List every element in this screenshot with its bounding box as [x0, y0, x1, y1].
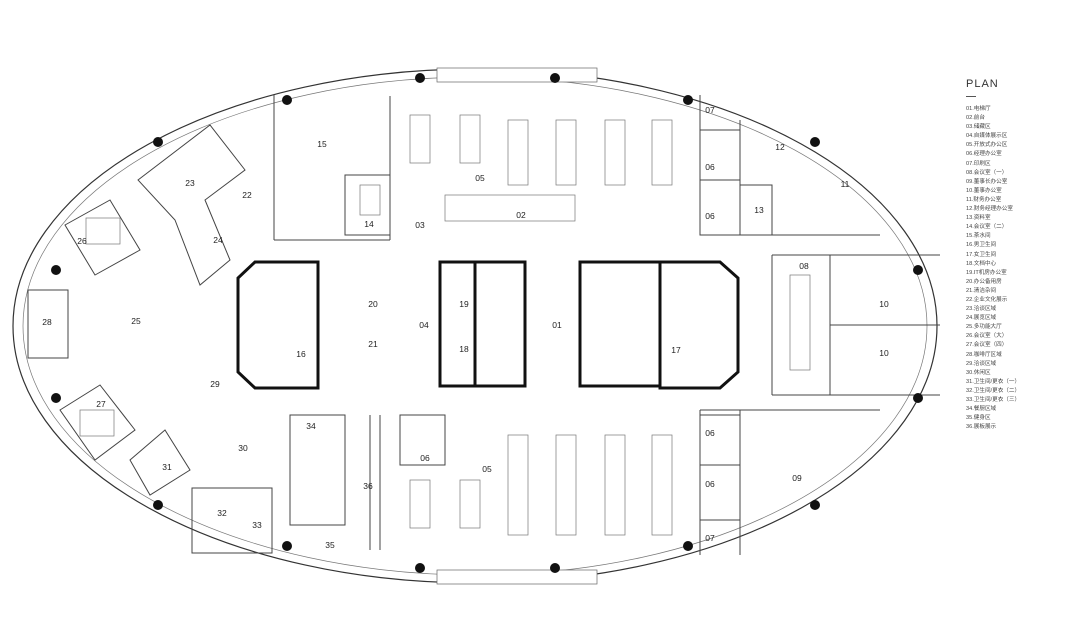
legend-item: 26.会议室（大） [966, 333, 1008, 340]
room-label: 09 [792, 473, 802, 483]
room-label: 08 [799, 261, 809, 271]
room-label: 33 [252, 520, 262, 530]
room-label: 06 [705, 428, 715, 438]
room-label: 13 [754, 205, 764, 215]
room-label: 03 [415, 220, 425, 230]
room-label: 02 [516, 210, 526, 220]
room-label: 10 [879, 299, 889, 309]
legend-item: 04.自媒体展示区 [966, 133, 1008, 140]
legend-item: 21.清洁杂间 [966, 287, 997, 294]
room-label: 34 [306, 421, 316, 431]
room-label: 19 [459, 299, 469, 309]
room-label: 10 [879, 348, 889, 358]
legend-item: 22.企业文化展示 [966, 296, 1008, 303]
legend-item: 33.卫生间/更衣（三） [966, 397, 1021, 403]
room-numbers: 01 02 03 04 05 05 06 06 06 06 06 07 07 0… [42, 105, 889, 550]
legend-item: 02.前台 [966, 115, 985, 122]
room-label: 05 [475, 173, 485, 183]
legend-item: 13.资料室 [966, 215, 991, 222]
room-label: 18 [459, 344, 469, 354]
core-walls [236, 260, 740, 390]
plan-legend: PLAN 01.电梯厅 02.前台 03.储藏区 04.自媒体展示区 05.开放式办公区… [966, 78, 1076, 432]
room-label: 06 [705, 479, 715, 489]
interior-walls [27, 95, 940, 555]
room-label: 15 [317, 139, 327, 149]
legend-title: PLAN [966, 78, 999, 90]
legend-item: 10.董事办公室 [966, 187, 1002, 194]
room-label: 14 [364, 219, 374, 229]
room-label: 01 [552, 320, 562, 330]
legend-item: 08.会议室（一） [966, 169, 1008, 176]
legend-item: 12.财务经理办公室 [966, 206, 1013, 213]
legend-item: 15.茶水间 [966, 233, 991, 240]
room-label: 36 [363, 481, 373, 491]
room-label: 06 [420, 453, 430, 463]
room-label: 21 [368, 339, 378, 349]
workstations [79, 114, 811, 536]
legend-item: 30.休闲区 [966, 369, 991, 376]
legend-item: 25.多功能大厅 [966, 324, 1002, 331]
legend-item: 18.文档中心 [966, 260, 997, 267]
room-label: 26 [77, 236, 87, 246]
legend-item: 35.健身区 [966, 415, 991, 422]
legend-item: 16.男卫生间 [966, 242, 997, 249]
room-label: 27 [96, 399, 106, 409]
room-label: 29 [210, 379, 220, 389]
legend-item: 20.办公备用房 [966, 278, 1002, 285]
legend-item: 11.财务办公室 [966, 196, 1002, 203]
room-label: 05 [482, 464, 492, 474]
legend-item: 17.女卫生间 [966, 251, 997, 258]
legend-item: 06.经理办公室 [966, 151, 1002, 158]
legend-item: 03.储藏区 [966, 124, 991, 131]
room-label: 07 [705, 105, 715, 115]
window-mullions [436, 67, 598, 585]
room-label: 22 [242, 190, 252, 200]
room-label: 30 [238, 443, 248, 453]
room-label: 28 [42, 317, 52, 327]
legend-item: 27.会议室（四） [966, 342, 1008, 349]
room-label: 17 [671, 345, 681, 355]
columns [51, 73, 923, 573]
legend-item: 34.餐厨区域 [966, 406, 997, 413]
legend-item: 29.洽谈区域 [966, 360, 997, 367]
legend-item: 19.IT机房办公室 [966, 269, 1007, 276]
legend-item: 05.开放式办公区 [966, 142, 1008, 149]
legend-item: 14.会议室（二） [966, 224, 1008, 231]
room-label: 07 [705, 533, 715, 543]
room-label: 23 [185, 178, 195, 188]
legend-item: 28.咖啡厅区域 [966, 351, 1002, 358]
legend-divider [966, 96, 976, 97]
room-label: 06 [705, 162, 715, 172]
legend-item: 23.洽谈区域 [966, 306, 997, 313]
legend-item: 32.卫生间/更衣（二） [966, 387, 1021, 394]
room-label: 04 [419, 320, 429, 330]
legend-item: 24.展览区域 [966, 315, 997, 322]
legend-item: 07.印刷区 [966, 160, 991, 167]
room-label: 25 [131, 316, 141, 326]
legend-list: 01.电梯厅 02.前台 03.储藏区 04.自媒体展示区 05.开放式办公区 06.经理… [966, 105, 1076, 432]
room-label: 31 [162, 462, 172, 472]
room-label: 35 [325, 540, 335, 550]
room-label: 06 [705, 211, 715, 221]
room-label: 12 [775, 142, 785, 152]
room-label: 32 [217, 508, 227, 518]
legend-item: 01.电梯厅 [966, 106, 991, 112]
legend-item: 36.展板展示 [966, 424, 997, 431]
room-label: 16 [296, 349, 306, 359]
room-label: 11 [841, 179, 850, 189]
room-label: 24 [213, 235, 223, 245]
room-label: 20 [368, 299, 378, 309]
legend-item: 31.卫生间/更衣（一） [966, 378, 1021, 385]
legend-item: 09.董事长办公室 [966, 178, 1008, 185]
